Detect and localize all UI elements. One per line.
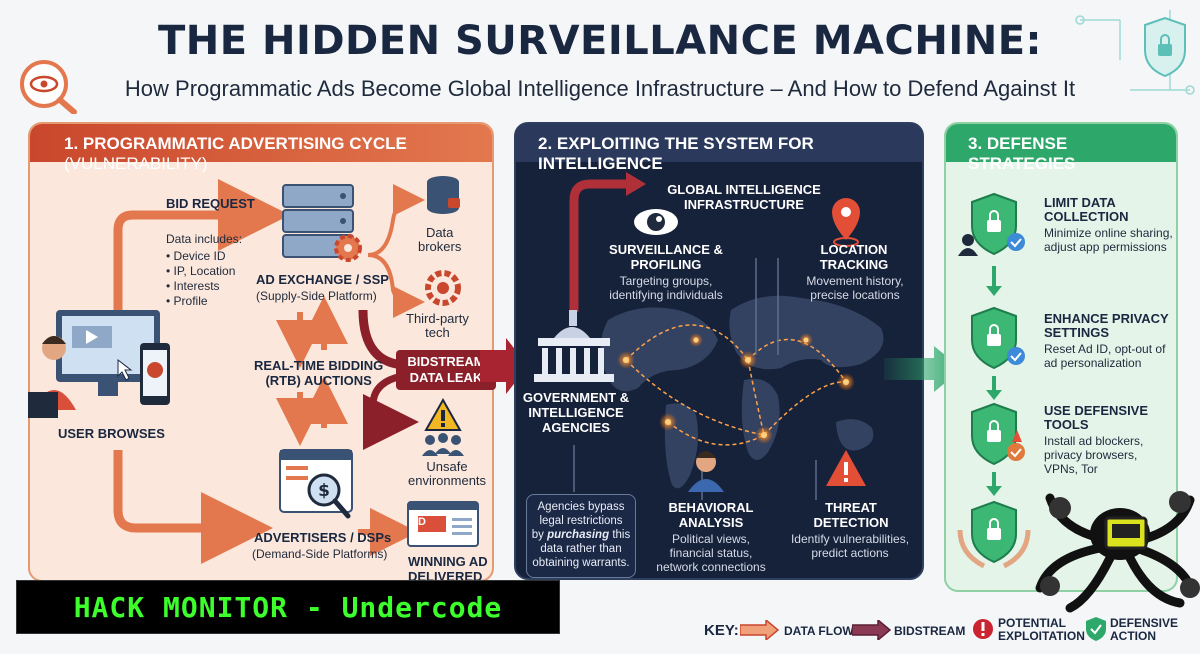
data-item: • IP, Location: [166, 264, 236, 278]
hack-monitor-banner: HACK MONITOR - Undercode: [16, 580, 560, 634]
people-group-icon: [422, 433, 464, 456]
world-map-shape: [600, 295, 884, 489]
shield-lock-icon: [971, 306, 1025, 370]
ad-exchange-label: AD EXCHANGE / SSP: [256, 272, 389, 287]
surveillance-sublabel: Targeting groups,identifying individuals: [609, 274, 723, 302]
panel1-heading: 1. PROGRAMMATIC ADVERTISING CYCLE (VULNE…: [30, 124, 492, 173]
ad-exchange-sublabel: (Supply-Side Platform): [256, 289, 377, 303]
database-lock-icon: [427, 176, 460, 214]
winning-ad-browser-icon: [407, 501, 479, 547]
advertisers-label: ADVERTISERS / DSPs: [254, 530, 392, 545]
panel2-heading: 2. EXPLOITING THE SYSTEM FOR INTELLIGENC…: [516, 124, 922, 173]
page-subtitle: How Programmatic Ads Become Global Intel…: [124, 76, 1076, 101]
bidstream-arrow-icon: [852, 620, 892, 640]
defense-desc-tools: Install ad blockers,privacy browsers,VPN…: [1044, 434, 1144, 476]
panel3-heading: 3. DEFENSE STRATEGIES: [946, 124, 1176, 173]
behavioral-analysis-sublabel: Political views,financial status,network…: [656, 532, 766, 574]
shield-hands-icon: [957, 500, 1031, 569]
location-glow-dots: [617, 333, 855, 444]
exploitation-alert-icon: [973, 619, 993, 639]
user-computer-icon: [28, 310, 170, 418]
defense-arrow: [884, 346, 962, 392]
data-item: • Interests: [166, 279, 220, 293]
banner-text: HACK MONITOR - Undercode: [73, 591, 503, 624]
world-map-diagram: [534, 172, 884, 500]
panel1-heading-text: 1. PROGRAMMATIC ADVERTISING CYCLE: [64, 134, 407, 153]
agencies-note: Agencies bypass legal restrictions by pu…: [526, 494, 636, 578]
shield-lock-icon: [971, 402, 1025, 466]
defensive-shield-icon: [1086, 617, 1106, 641]
flow-arrow-advertisers: [113, 450, 273, 564]
data-item: • Profile: [166, 294, 208, 308]
circuit-shield-icon: [1075, 10, 1195, 95]
person-icon: [688, 451, 724, 492]
bid-request-label: BID REQUEST: [166, 196, 255, 211]
ad-badge-label: AD: [410, 516, 426, 528]
rtb-auctions-label: REAL-TIME BIDDING(RTB) AUCTIONS: [254, 358, 384, 388]
octopus-hacker-logo: [1035, 491, 1200, 613]
eye-icon: [634, 209, 678, 235]
defense-shields-column: [957, 192, 1031, 569]
data-item: • Device ID: [166, 249, 226, 263]
defense-desc-limit-data: Minimize online sharing,adjust app permi…: [1044, 226, 1173, 254]
threat-warning-icon: [826, 450, 866, 486]
advertising-cycle-diagram: $: [28, 176, 479, 564]
threat-detection-sublabel: Identify vulnerabilities,predict actions: [790, 532, 910, 560]
government-building-icon: [534, 310, 614, 382]
page-title: THE HIDDEN SURVEILLANCE MACHINE:: [157, 18, 1043, 64]
flow-arrow-bid-request: [113, 179, 290, 310]
warning-icon: [424, 397, 462, 431]
data-flow-arrow-icon: [740, 620, 780, 640]
data-includes-label: Data includes:: [166, 232, 243, 246]
legend-data-flow: DATA FLOW: [784, 624, 854, 638]
gear-icon: [334, 234, 362, 262]
panel1-heading-suffix: (VULNERABILITY): [64, 154, 208, 173]
magnifier-eye-icon: [20, 60, 77, 114]
svg-text:$: $: [318, 481, 330, 501]
location-pin-icon: [832, 198, 860, 247]
legend-key-label: KEY:: [704, 622, 739, 639]
surveillance-label: SURVEILLANCE &PROFILING: [609, 242, 723, 272]
agencies-to-infrastructure-arrow: [569, 179, 628, 312]
user-browses-label: USER BROWSES: [58, 426, 165, 441]
shield-lock-icon: [958, 192, 1025, 256]
legend-bidstream: BIDSTREAM: [894, 624, 966, 638]
advertisers-sublabel: (Demand-Side Platforms): [252, 547, 388, 561]
third-party-gear-icon: [425, 270, 461, 306]
advertiser-document-icon: $: [279, 449, 353, 519]
location-tracking-sublabel: Movement history,precise locations: [806, 274, 904, 302]
